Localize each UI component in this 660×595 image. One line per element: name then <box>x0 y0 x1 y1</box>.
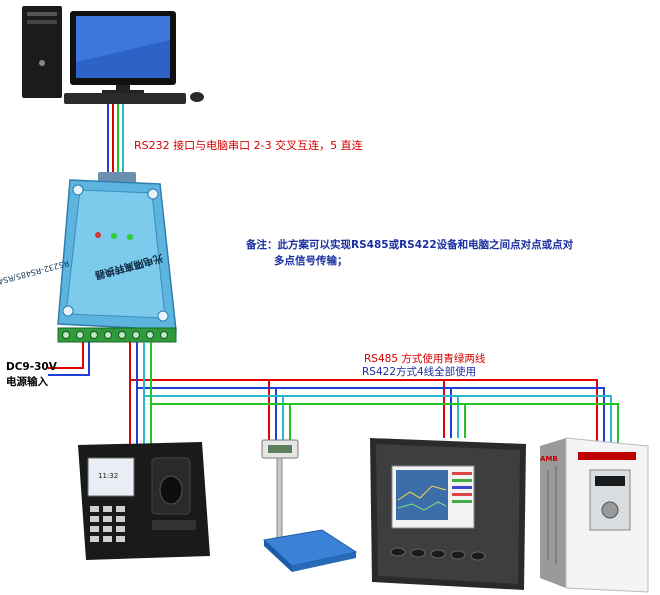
meter-buttons <box>390 547 486 561</box>
remark-line-2: 多点信号传输； <box>274 255 348 267</box>
remark-note: 备注：此方案可以实现RS485或RS422设备和电脑之间点对点或点对 多点信号传… <box>246 237 573 269</box>
keypad <box>90 506 125 542</box>
platform-scale <box>261 439 358 572</box>
led-indicator <box>111 233 117 239</box>
terminal-screws <box>62 331 168 339</box>
isolated-converter <box>57 172 177 343</box>
led-indicator <box>95 232 101 238</box>
terminal-block <box>57 327 177 343</box>
power-voltage-label: DC9-30V <box>6 361 57 373</box>
mount-hole <box>157 310 169 322</box>
fingerprint-sensor <box>159 475 183 505</box>
bus-wires <box>129 342 619 445</box>
rs485-usage-note: RS485 方式使用青绿两线 <box>364 353 486 365</box>
inverter-brand-label: AMB <box>540 455 558 463</box>
attendance-time-display: 11:32 <box>98 472 119 480</box>
frequency-inverter <box>540 437 649 593</box>
power-wires <box>48 342 90 376</box>
mount-hole <box>62 305 74 317</box>
mouse <box>190 92 204 102</box>
scale-pole <box>276 457 283 541</box>
led-indicator <box>127 234 133 240</box>
power-input-label: 电源输入 <box>6 376 48 388</box>
pc-tower <box>22 6 62 98</box>
remark-line-1: 备注：此方案可以实现RS485或RS422设备和电脑之间点对点或点对 <box>246 239 574 251</box>
computer <box>22 6 204 104</box>
rs232-cable <box>107 104 124 175</box>
keyboard <box>64 93 186 104</box>
mount-hole <box>147 188 159 200</box>
mount-hole <box>72 184 84 196</box>
rs422-usage-note: RS422方式4线全部使用 <box>362 366 477 378</box>
rs232-wiring-note: RS232 接口与电脑串口 2-3 交叉互连，5 直连 <box>134 139 363 152</box>
attendance-terminal <box>78 442 210 560</box>
terminal-screen <box>87 457 135 497</box>
power-meter <box>370 438 526 590</box>
